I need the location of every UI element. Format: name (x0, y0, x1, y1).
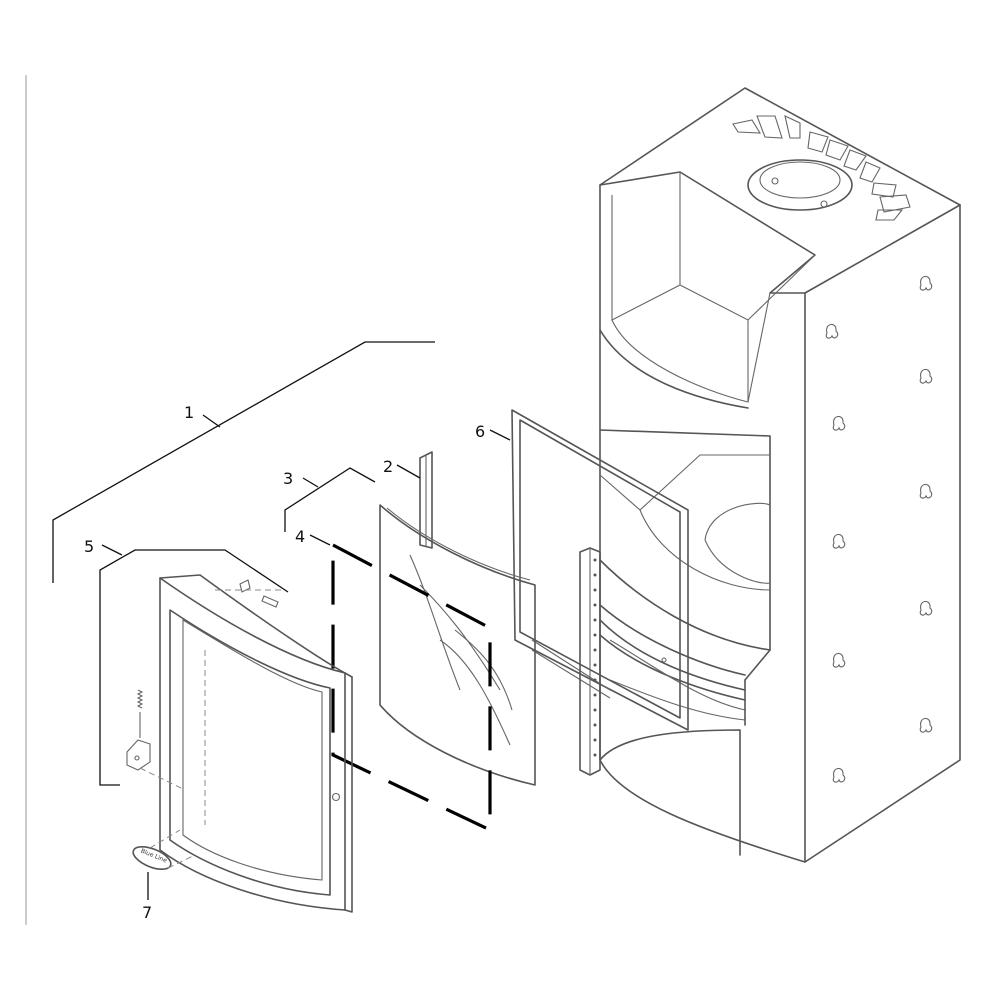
callout-3: 3 (283, 469, 293, 488)
hinge-strip (579, 547, 601, 776)
leader-2 (396, 464, 421, 479)
callout-labels: 1 2 3 4 5 6 7 (84, 403, 485, 922)
door-spring (126, 689, 151, 771)
glass-panel (379, 504, 536, 786)
leader-1 (52, 341, 435, 583)
callout-4: 4 (295, 527, 305, 546)
leader-5 (99, 549, 289, 786)
door-part-5 (126, 574, 353, 913)
callout-2: 2 (383, 457, 393, 476)
callout-7: 7 (142, 903, 152, 922)
hinge-strip-holes (593, 558, 597, 757)
stove-body (599, 87, 961, 863)
leader-6 (489, 429, 511, 441)
log-retainer (599, 604, 746, 726)
door-screw (215, 579, 282, 608)
side-mounting-holes (825, 275, 933, 783)
leader-4 (309, 534, 331, 546)
leader-lines (52, 341, 511, 900)
vent-slots (732, 115, 911, 221)
gasket-part-4 (331, 542, 492, 833)
door-frame-part-6 (511, 409, 689, 731)
callout-1: 1 (184, 403, 194, 422)
nameplate-text: Blue Line (140, 848, 169, 865)
callout-5: 5 (84, 537, 94, 556)
glass-strip-part-2 (419, 451, 433, 549)
callout-6: 6 (475, 422, 485, 441)
flue-collar (747, 159, 853, 211)
leader-3 (284, 467, 376, 532)
